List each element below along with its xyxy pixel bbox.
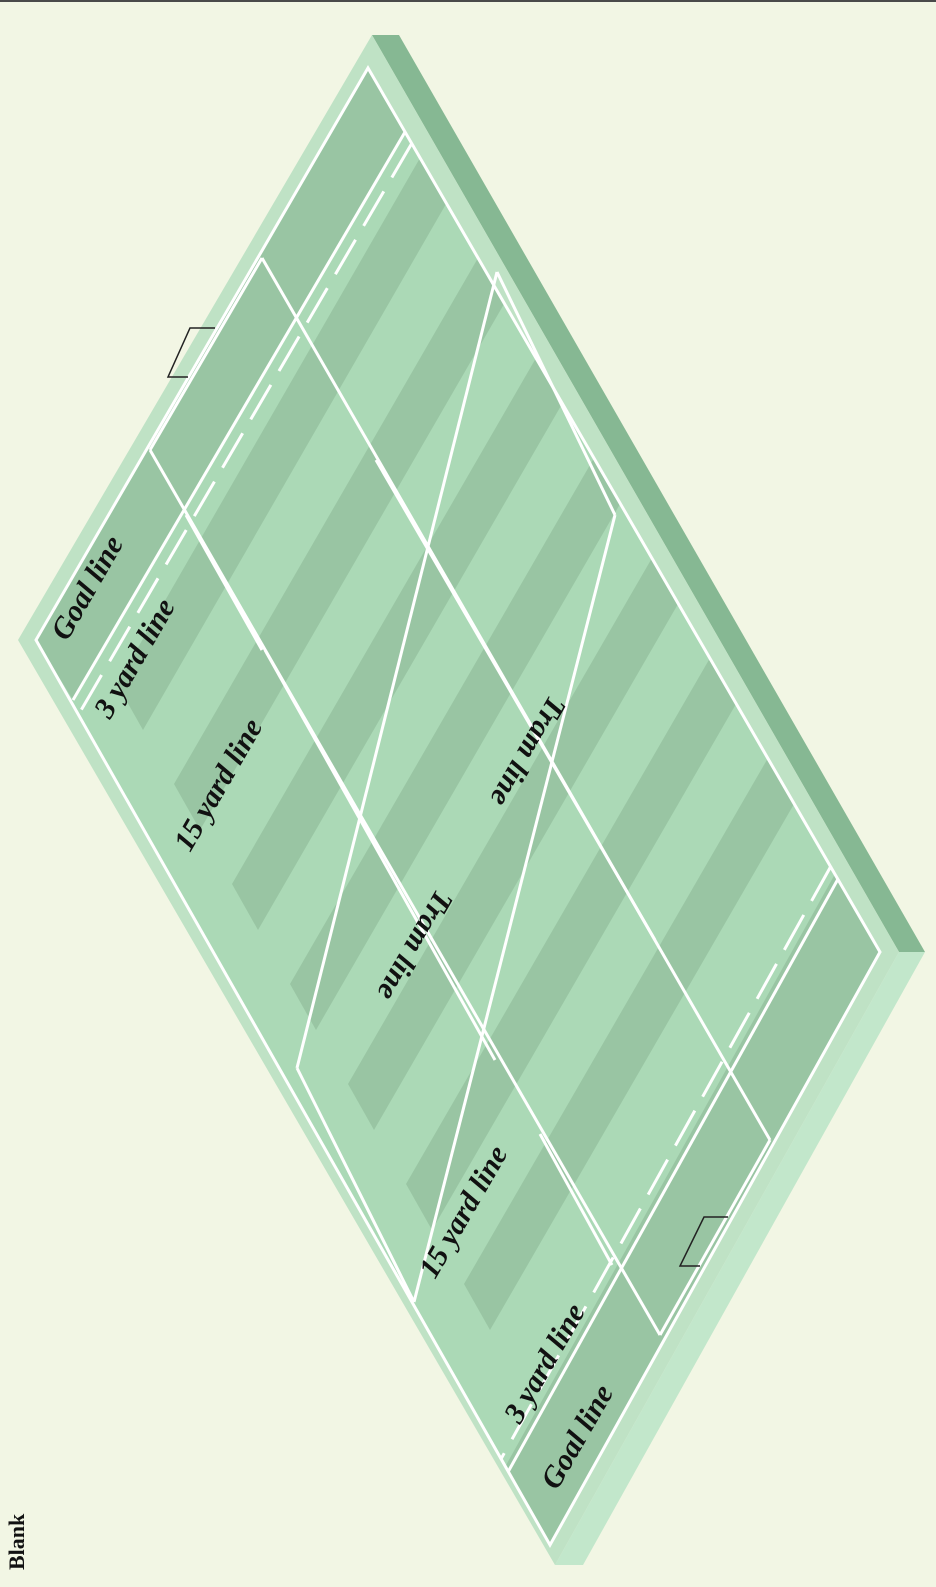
field-side-bottom <box>555 952 925 1565</box>
field-lines <box>34 65 882 1549</box>
top-rule <box>0 0 936 2</box>
field-side-right <box>372 35 925 952</box>
goal-marker-bottom <box>678 1216 728 1267</box>
goal-marker-top <box>166 327 215 378</box>
page-label: Blank <box>4 1513 29 1570</box>
field-stripes <box>36 68 880 1545</box>
